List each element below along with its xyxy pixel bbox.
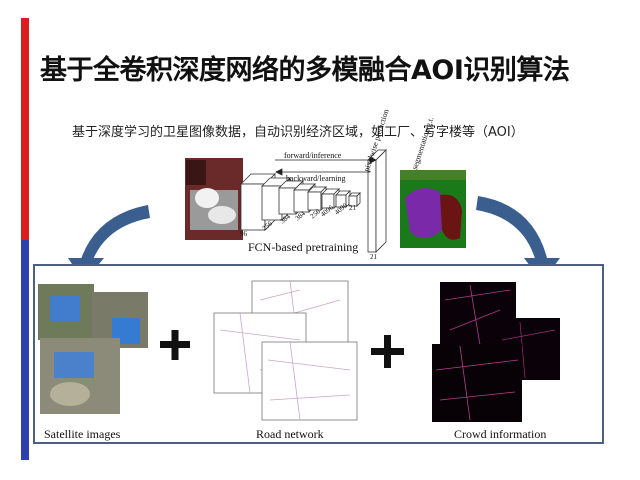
- road-network-label: Road network: [256, 427, 324, 441]
- layer-size-21a: 21: [349, 204, 356, 212]
- forward-label: forward/inference: [284, 151, 342, 160]
- segmentation-output-image: [400, 170, 466, 248]
- satellite-images: [38, 284, 148, 414]
- crowd-information-label: Crowd information: [454, 427, 547, 441]
- accent-bar-blue: [21, 240, 29, 460]
- satellite-images-label: Satellite images: [44, 427, 121, 441]
- flow-arrows: [275, 156, 377, 176]
- crowd-information: [432, 282, 560, 422]
- plus-sign-1: [160, 330, 190, 360]
- conv-layers: [240, 149, 387, 253]
- cat-input-image: [185, 158, 243, 240]
- slide-title: 基于全卷积深度网络的多模融合AOI识别算法: [40, 55, 570, 86]
- layer-size-21b: 21: [370, 253, 377, 261]
- road-network: [213, 280, 358, 421]
- slide-subtitle: 基于深度学习的卫星图像数据，自动识别经济区域，如工厂、写字楼等（AOI）: [72, 125, 524, 140]
- fcn-caption: FCN-based pretraining: [248, 240, 359, 254]
- backward-label: backward/learning: [286, 174, 346, 183]
- layer-size-96: 96: [240, 230, 247, 238]
- accent-bar-red: [21, 18, 29, 240]
- plus-sign-2: [371, 335, 404, 368]
